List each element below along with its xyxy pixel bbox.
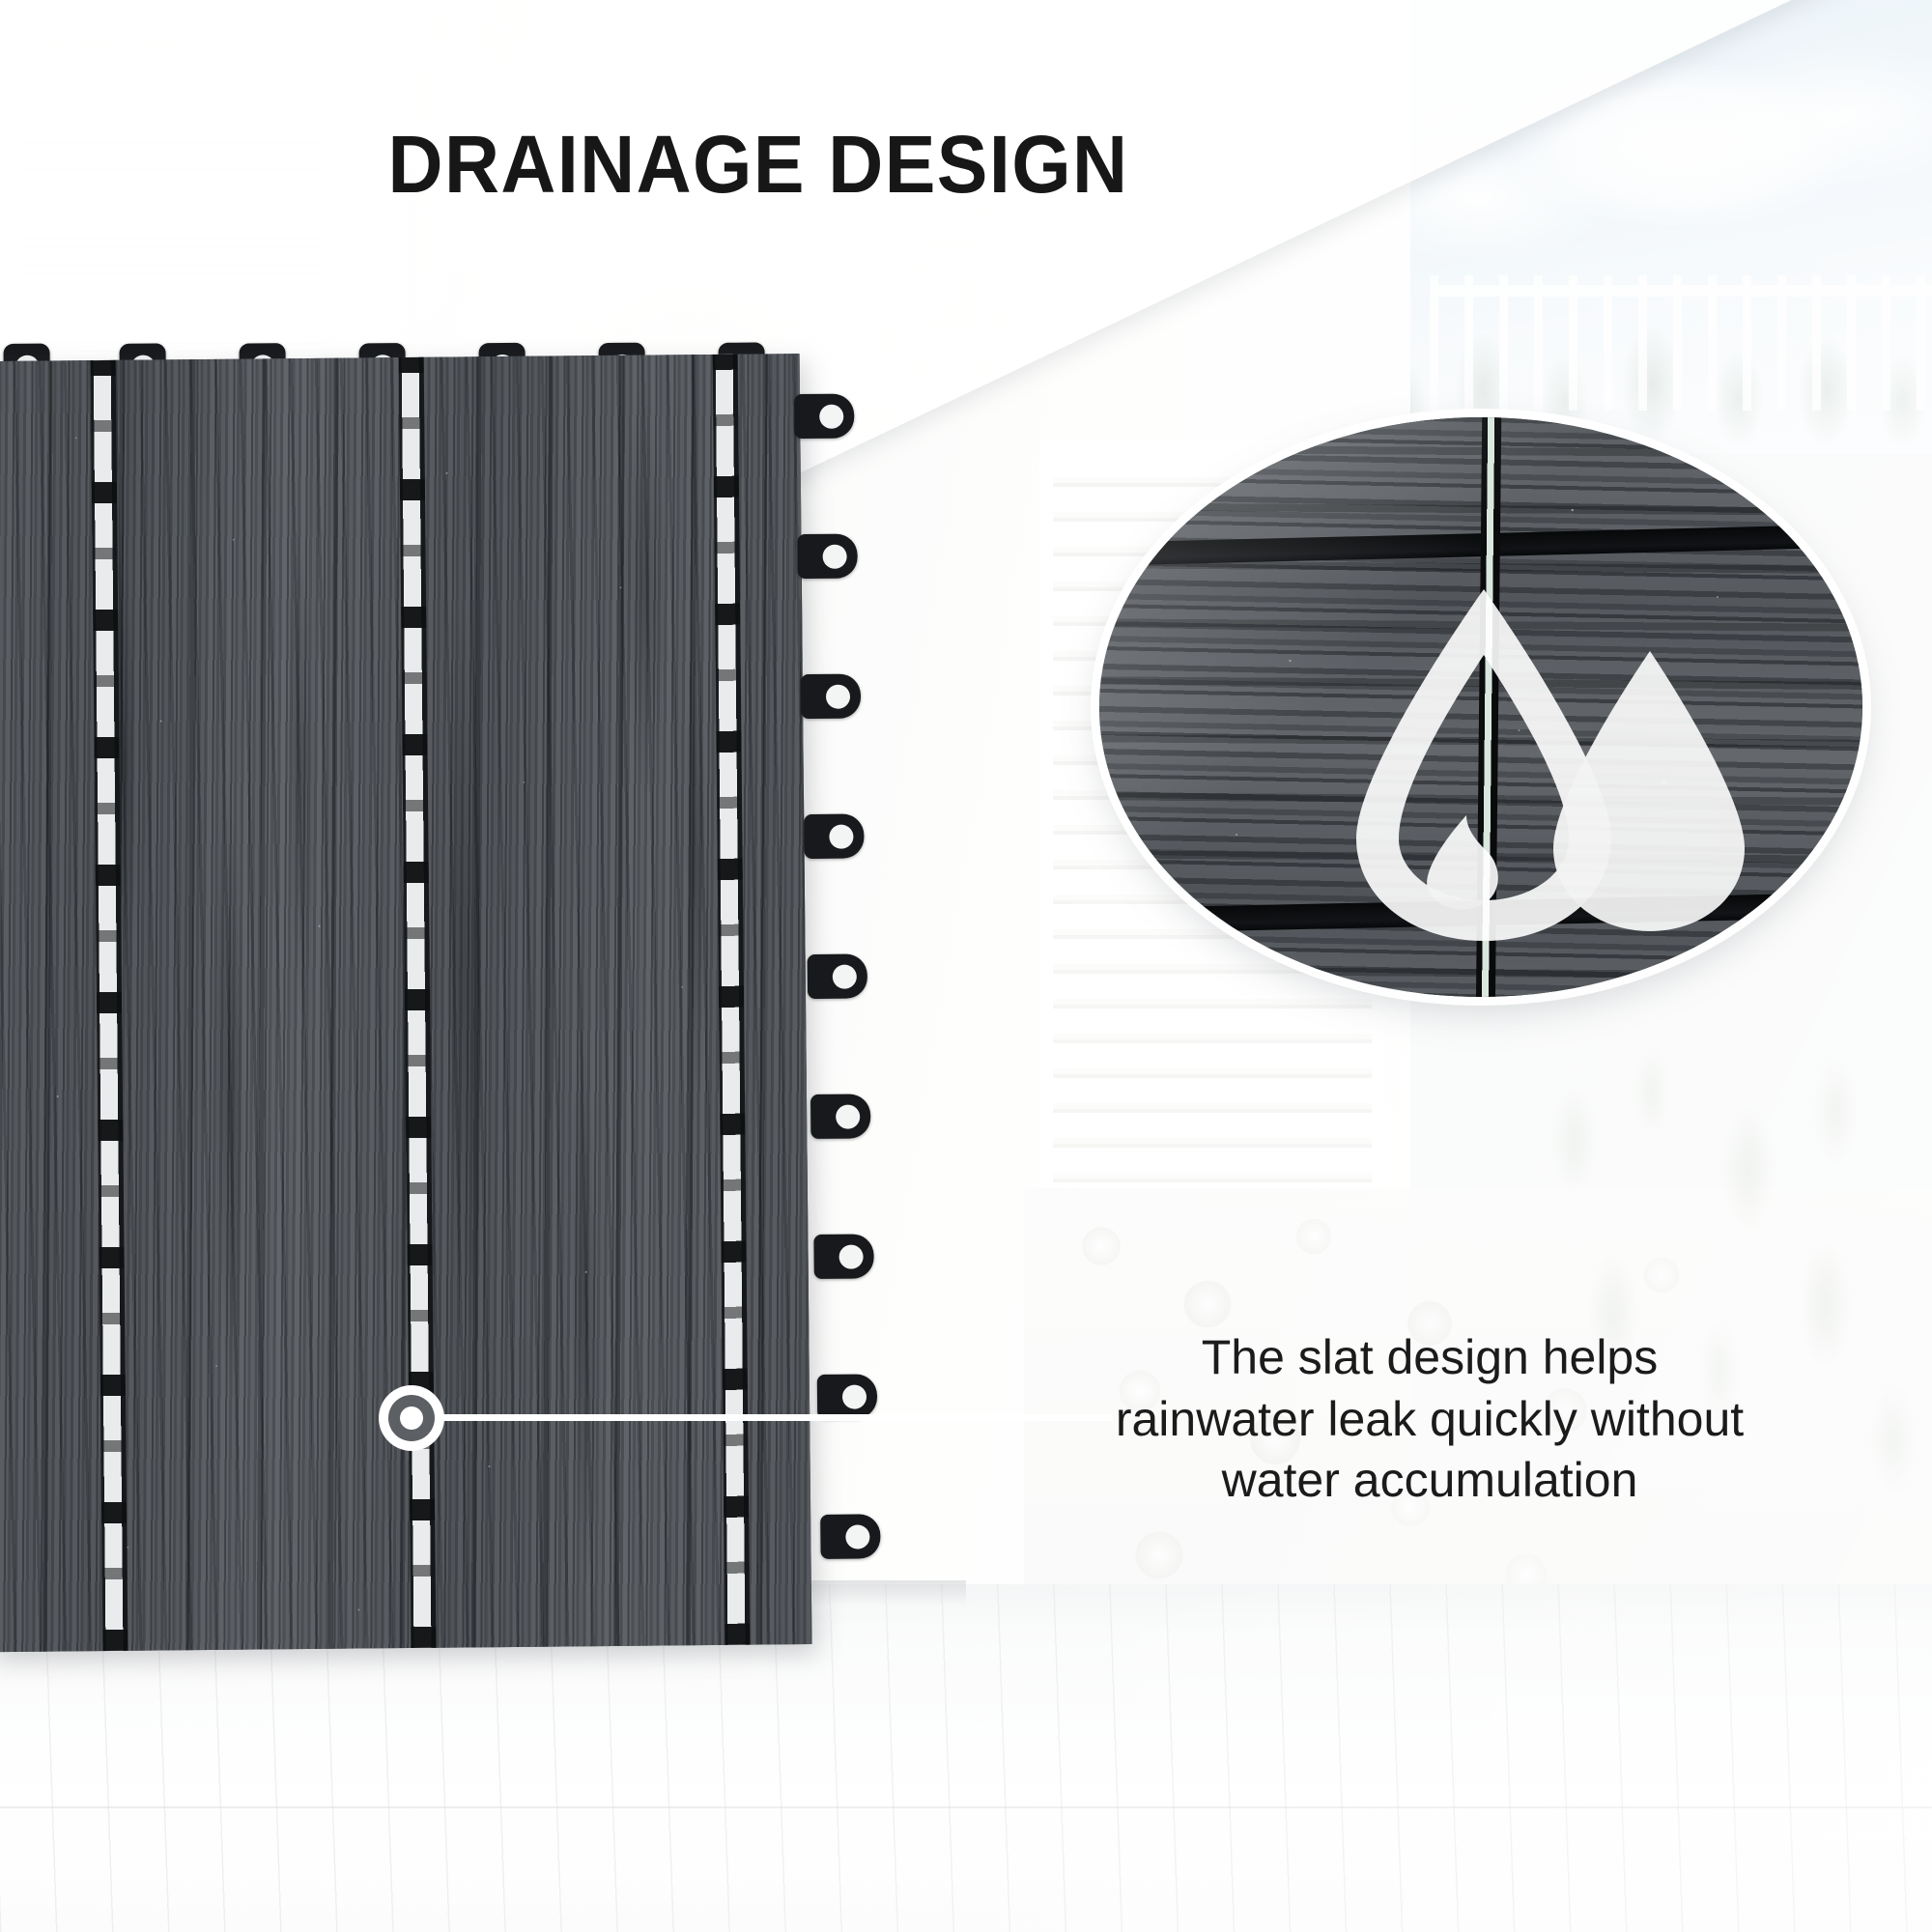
interlock-tab-right-8 — [816, 1374, 878, 1419]
interlock-tab-right-6 — [810, 1094, 871, 1139]
interlock-tab-right-2 — [797, 533, 858, 580]
magnifier-inset — [1099, 417, 1862, 997]
feature-caption: The slat design helps rainwater leak qui… — [1072, 1327, 1787, 1512]
interlock-tab-right-7 — [813, 1234, 874, 1279]
interlock-tab-right-4 — [804, 813, 865, 860]
callout-leader-line — [437, 1414, 1113, 1421]
interlock-tab-right-1 — [794, 393, 855, 440]
caption-line-1: The slat design helps — [1201, 1330, 1659, 1384]
water-drop-icon — [1356, 589, 1745, 941]
callout-marker-icon — [379, 1385, 444, 1451]
interlock-tab-right-9 — [820, 1514, 881, 1559]
deck-tile — [0, 336, 881, 1658]
inset-glass-sheen — [1099, 417, 1862, 997]
caption-line-2: rainwater leak quickly without — [1115, 1391, 1745, 1446]
caption-line-3: water accumulation — [1221, 1453, 1638, 1507]
page-title: DRAINAGE DESIGN — [387, 119, 1129, 210]
interlock-tab-right-5 — [807, 953, 868, 1000]
interlock-tab-right-3 — [800, 673, 862, 720]
